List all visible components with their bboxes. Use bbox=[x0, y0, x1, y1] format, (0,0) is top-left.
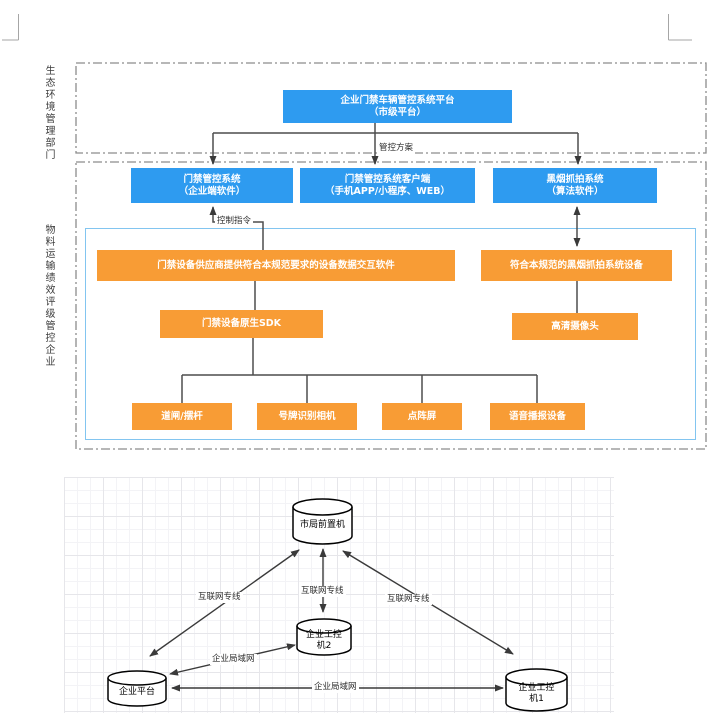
node-ipc1-line1: 企业工控 bbox=[518, 683, 555, 693]
edge-label-internet-center: 互联网专线 bbox=[299, 586, 346, 597]
box-access-client: 门禁管控系统客户端 （手机APP/小程序、WEB） bbox=[300, 168, 475, 203]
page-corner-mark-left bbox=[2, 14, 19, 41]
box-hd-camera: 高清摄像头 bbox=[512, 313, 638, 340]
box-smoke-line1: 黑烟抓拍系统 bbox=[546, 174, 604, 185]
box-dot-matrix-screen: 点阵屏 bbox=[382, 403, 462, 430]
cylinder-shape bbox=[296, 618, 352, 656]
cylinder-shape bbox=[292, 498, 353, 545]
box-platform-line1: 企业门禁车辆管控系统平台 bbox=[340, 95, 455, 106]
node-city-front-server: 市局前置机 bbox=[292, 498, 353, 545]
page-corner-mark-right bbox=[668, 14, 692, 41]
node-ipc1-line2: 机1 bbox=[529, 693, 544, 704]
label-enterprise: 物料运输绩效评级管控企业 bbox=[43, 224, 54, 368]
box-client-line2: （手机APP/小程序、WEB） bbox=[325, 185, 450, 197]
box-smoke-device: 符合本规范的黑烟抓拍系统设备 bbox=[481, 250, 672, 281]
cylinder-shape bbox=[107, 670, 167, 707]
box-access-line2: （企业端软件） bbox=[178, 185, 246, 197]
box-native-sdk: 门禁设备原生SDK bbox=[160, 310, 323, 338]
box-plate-camera: 号牌识别相机 bbox=[257, 403, 357, 430]
edge-label-lan-upper: 企业局域网 bbox=[210, 654, 257, 665]
node-industrial-pc1: 企业工控 机1 bbox=[505, 668, 568, 712]
box-access-control-system: 门禁管控系统 （企业端软件） bbox=[131, 168, 293, 203]
box-smoke-line2: （算法软件） bbox=[546, 185, 604, 197]
box-client-line1: 门禁管控系统客户端 bbox=[344, 174, 431, 185]
box-smoke-capture-system: 黑烟抓拍系统 （算法软件） bbox=[493, 168, 657, 203]
node-enterprise-platform: 企业平台 bbox=[107, 670, 167, 707]
box-voice-device: 语音播报设备 bbox=[490, 403, 585, 430]
box-vendor-software: 门禁设备供应商提供符合本规范要求的设备数据交互软件 bbox=[97, 250, 455, 281]
box-access-line1: 门禁管控系统 bbox=[183, 174, 241, 185]
edge-label-control-plan: 管控方案 bbox=[377, 143, 416, 154]
edge-label-internet-right: 互联网专线 bbox=[385, 594, 432, 605]
node-city-server-label: 市局前置机 bbox=[299, 519, 345, 530]
box-platform: 企业门禁车辆管控系统平台 （市级平台） bbox=[283, 90, 512, 123]
edge-label-control-command: 控制指令 bbox=[215, 216, 254, 227]
node-industrial-pc2: 企业工控 机2 bbox=[296, 618, 352, 656]
cylinder-shape bbox=[505, 668, 568, 712]
edge-label-internet-left: 互联网专线 bbox=[196, 592, 243, 603]
box-barrier-gate: 道闸/摆杆 bbox=[132, 403, 232, 430]
edge-label-lan-lower: 企业局域网 bbox=[312, 682, 359, 693]
box-platform-line2: （市级平台） bbox=[368, 106, 426, 118]
node-ipc2-line2: 机2 bbox=[316, 640, 332, 651]
node-enterprise-platform-label: 企业平台 bbox=[118, 686, 155, 697]
label-government-dept: 生态环境管理部门 bbox=[43, 65, 54, 161]
node-ipc2-line1: 企业工控 bbox=[305, 630, 342, 640]
